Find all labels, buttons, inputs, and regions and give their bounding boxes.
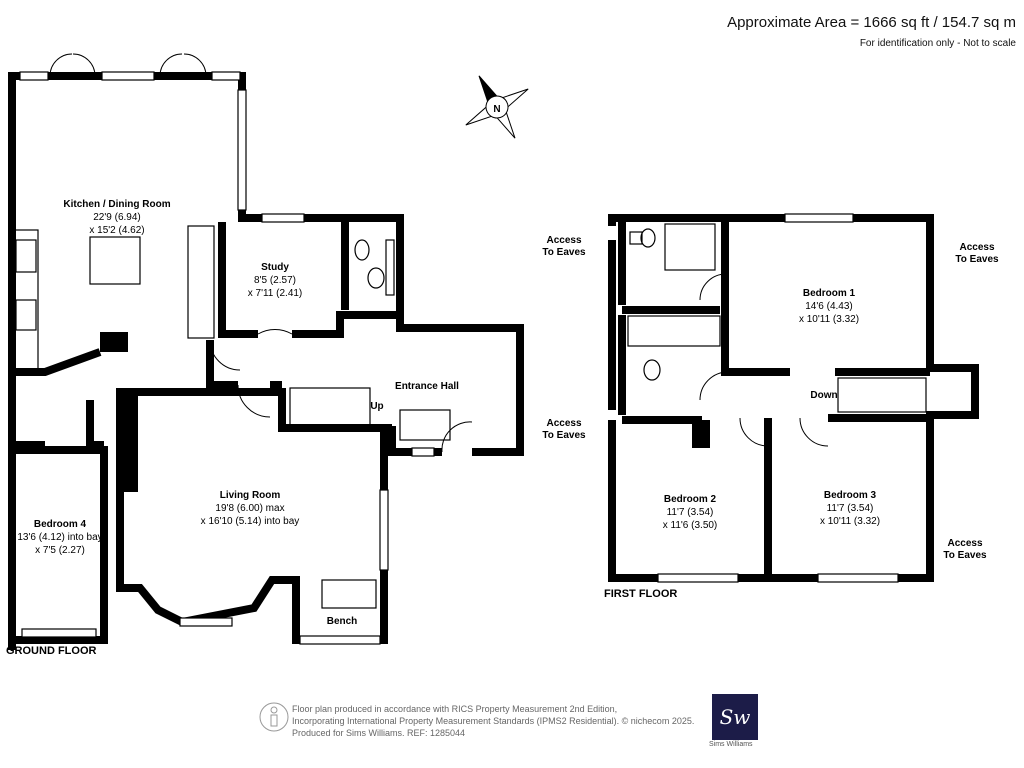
ground-floor-walls (8, 72, 524, 650)
compass-icon (465, 75, 529, 139)
room-dim-bedroom4-1: 13'6 (4.12) into bay (17, 532, 102, 543)
agency-logo-caption: Sims Williams (709, 741, 753, 748)
room-dim-study-2: x 7'11 (2.41) (248, 288, 303, 299)
room-name-kitchen: Kitchen / Dining Room (63, 199, 170, 210)
room-name-bedroom-4: Bedroom 4 (34, 519, 87, 530)
first-floor-label: FIRST FLOOR (604, 588, 677, 600)
ground-floor-fixtures (13, 225, 473, 609)
eaves-label-3b: To Eaves (542, 430, 586, 441)
approximate-area: Approximate Area = 1666 sq ft / 154.7 sq… (727, 14, 1016, 31)
eaves-label-1a: Access (546, 235, 581, 246)
room-dim-bedroom3-1: 11'7 (3.54) (827, 503, 874, 514)
compass-north-label: N (493, 104, 500, 115)
eaves-label-4b: To Eaves (943, 550, 987, 561)
stairs-down-label: Down (810, 390, 837, 401)
room-dim-living-1: 19'8 (6.00) max (215, 503, 284, 514)
stairs-up-label: Up (370, 401, 383, 412)
room-dim-bedroom1-1: 14'6 (4.43) (805, 301, 853, 312)
room-dim-living-2: x 16'10 (5.14) into bay (201, 516, 300, 527)
eaves-label-4a: Access (947, 538, 982, 549)
eaves-label-3a: Access (546, 418, 581, 429)
room-dim-bedroom2-2: x 11'6 (3.50) (663, 520, 718, 531)
scale-note: For identification only - Not to scale (859, 38, 1016, 49)
footer-text: Floor plan produced in accordance with R… (292, 703, 694, 739)
footer-line-3: Produced for Sims Williams. REF: 1285044 (292, 728, 466, 738)
room-dim-kitchen-2: x 15'2 (4.62) (89, 225, 144, 236)
eaves-label-1b: To Eaves (542, 247, 586, 258)
room-dim-bedroom4-2: x 7'5 (2.27) (35, 545, 85, 556)
ground-floor-windows (19, 53, 435, 645)
eaves-label-2a: Access (959, 242, 994, 253)
footer-line-2: Incorporating International Property Mea… (292, 716, 695, 726)
agency-logo: Sw (712, 694, 758, 740)
person-icon (259, 702, 289, 732)
room-name-living-room: Living Room (220, 490, 281, 501)
room-name-bedroom-3: Bedroom 3 (824, 490, 877, 501)
room-dim-study-1: 8'5 (2.57) (254, 275, 296, 286)
room-name-bedroom-2: Bedroom 2 (664, 494, 717, 505)
first-floor-windows (627, 213, 927, 583)
room-name-bedroom-1: Bedroom 1 (803, 288, 856, 299)
footer-line-1: Floor plan produced in accordance with R… (292, 704, 618, 714)
room-dim-bedroom2-1: 11'7 (3.54) (667, 507, 714, 518)
room-dim-bedroom1-2: x 10'11 (3.32) (799, 314, 859, 325)
room-dim-kitchen-1: 22'9 (6.94) (93, 212, 141, 223)
room-name-entrance-hall: Entrance Hall (395, 381, 459, 392)
room-name-study: Study (261, 262, 289, 273)
first-floor-walls (608, 214, 979, 582)
eaves-label-2b: To Eaves (955, 254, 999, 265)
room-name-bench: Bench (327, 616, 358, 627)
ground-floor-label: GROUND FLOOR (6, 645, 96, 657)
room-dim-bedroom3-2: x 10'11 (3.32) (820, 516, 880, 527)
